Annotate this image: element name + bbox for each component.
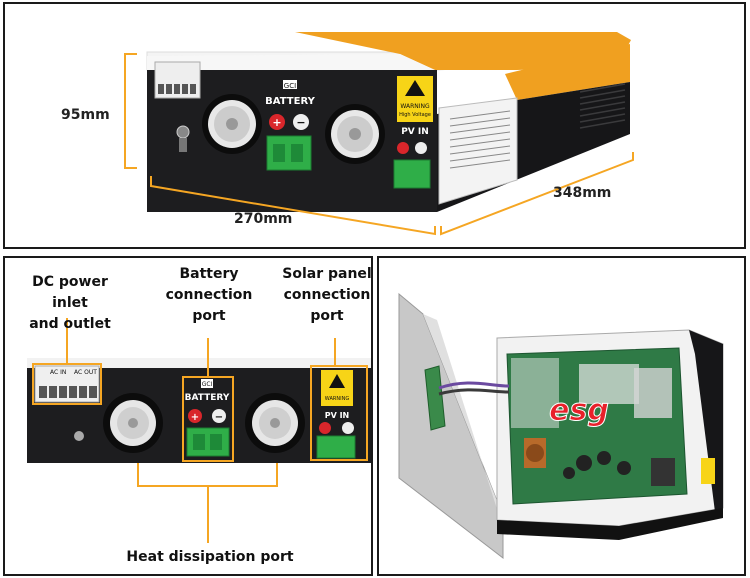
width-dimension: 270mm <box>234 211 293 227</box>
fan-icon-right <box>245 393 305 453</box>
side-label <box>438 97 518 205</box>
svg-text:−: − <box>296 116 305 129</box>
plus-icon <box>269 114 285 130</box>
dimension-lines <box>124 53 634 236</box>
svg-text:−: − <box>215 412 223 423</box>
interior-photo-illustration: esg <box>398 292 724 560</box>
open-side-lid <box>398 292 504 560</box>
pv-terminal <box>393 159 431 189</box>
svg-text:WARNING: WARNING <box>400 103 430 110</box>
front-panel-ports: AC IN AC OUT GCI BATTERY + − <box>3 256 373 576</box>
svg-text:PV IN: PV IN <box>325 411 350 420</box>
svg-text:+: + <box>272 116 281 129</box>
pv-terminal <box>316 435 356 459</box>
svg-text:GCI: GCI <box>284 82 296 90</box>
inverter-isometric-illustration: GCI BATTERY + − WARNING High Voltage PV … <box>124 32 634 236</box>
svg-text:WARNING: WARNING <box>325 396 350 402</box>
callout-lines <box>32 318 368 543</box>
product-dimensions-panel: GCI BATTERY + − WARNING High Voltage PV … <box>3 2 746 249</box>
callout-heat-port: Heat dissipation port <box>126 549 294 565</box>
svg-text:AC OUT: AC OUT <box>74 369 97 376</box>
fan-icon-left <box>103 393 163 453</box>
front-panel-diagram: AC IN AC OUT GCI BATTERY + − <box>27 318 371 543</box>
svg-text:BATTERY: BATTERY <box>185 393 230 403</box>
svg-text:High Voltage: High Voltage <box>399 112 431 118</box>
callout-dc-power: DC power inlet and outlet <box>29 274 111 332</box>
brand-logo: esg <box>549 393 609 428</box>
battery-terminal <box>266 135 312 171</box>
fan-icon-right <box>325 104 385 164</box>
depth-dimension: 348mm <box>553 185 612 201</box>
minus-icon <box>293 114 309 130</box>
fan-icon-left <box>202 94 262 154</box>
svg-text:BATTERY: BATTERY <box>265 96 315 107</box>
callout-battery-port: Battery connection port <box>165 266 253 324</box>
interior-view-panel: esg <box>377 256 746 576</box>
plus-icon <box>188 409 202 423</box>
minus-icon <box>212 409 226 423</box>
svg-text:AC IN: AC IN <box>50 369 66 376</box>
svg-text:PV IN: PV IN <box>401 127 429 137</box>
svg-text:+: + <box>191 412 199 423</box>
height-dimension: 95mm <box>61 107 110 123</box>
callout-solar-port: Solar panel connection port <box>282 266 372 324</box>
svg-text:GCI: GCI <box>202 381 213 388</box>
orange-top-cover <box>295 32 631 70</box>
